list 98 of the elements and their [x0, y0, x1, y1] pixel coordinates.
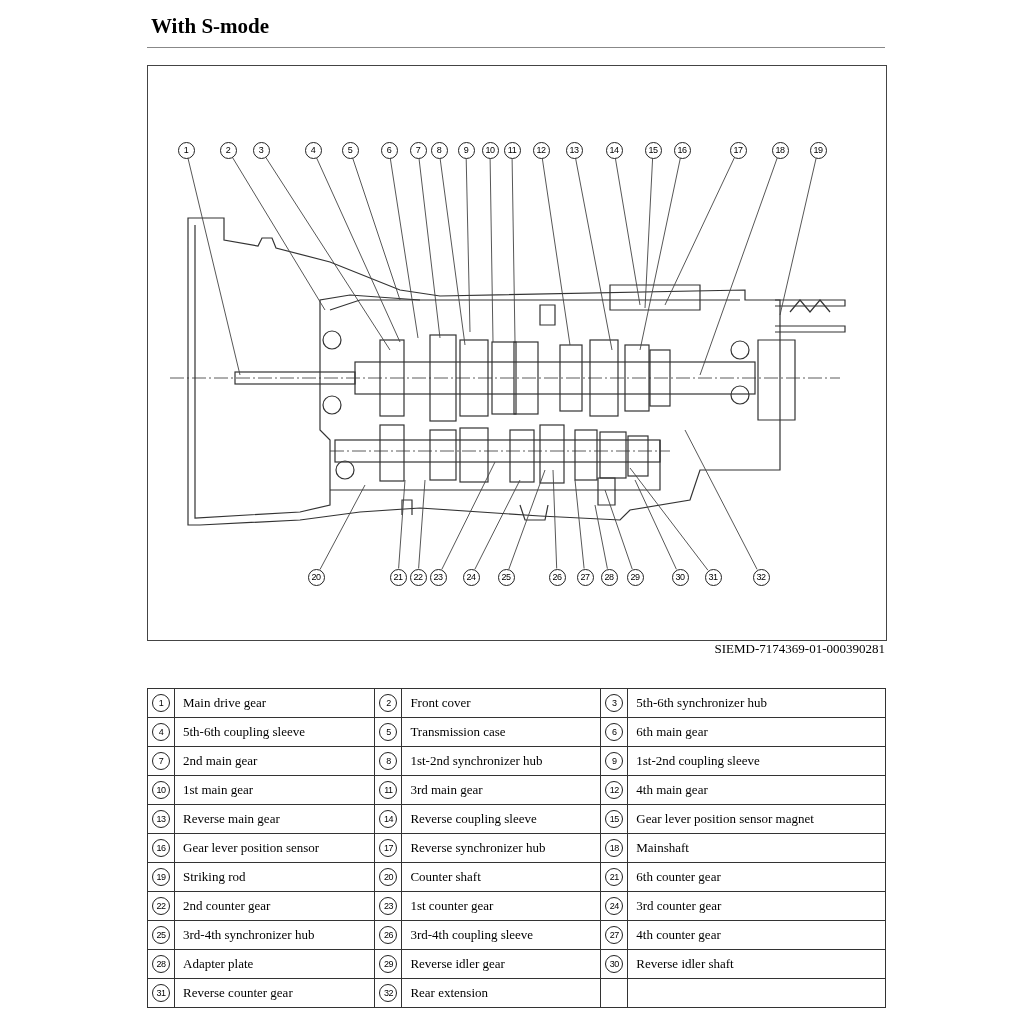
leader-line	[231, 156, 326, 311]
callout-number: 19	[809, 141, 827, 159]
leader-line	[664, 157, 735, 306]
leader-line	[474, 479, 521, 570]
part-name: Reverse main gear	[183, 811, 280, 826]
leader-line	[511, 158, 516, 343]
part-name: Striking rod	[183, 869, 246, 884]
callout-number: 10	[481, 141, 499, 159]
part-name: Mainshaft	[636, 840, 689, 855]
callout-number: 7	[409, 141, 427, 159]
page-title: With S-mode	[151, 14, 270, 39]
part-name: 3rd counter gear	[636, 898, 722, 913]
part-name: 3rd-4th coupling sleeve	[410, 927, 534, 942]
callout-number: 20	[307, 568, 325, 586]
part-name: 4th main gear	[636, 782, 708, 797]
callout-number: 8	[430, 141, 448, 159]
callout-number: 15	[644, 141, 662, 159]
leader-line	[187, 157, 241, 376]
callout-number: 9	[457, 141, 475, 159]
part-name: Counter shaft	[410, 869, 481, 884]
leader-line	[541, 157, 571, 346]
leader-line	[265, 156, 391, 351]
callout-number: 21	[389, 568, 407, 586]
part-name: 2nd counter gear	[183, 898, 271, 913]
leader-line	[614, 157, 641, 306]
leader-line	[418, 479, 426, 569]
callout-number: 17	[729, 141, 747, 159]
part-name: 5th-6th coupling sleeve	[183, 724, 306, 739]
part-name: Front cover	[410, 695, 471, 710]
leader-line	[604, 489, 633, 570]
callout-number: 25	[497, 568, 515, 586]
part-name: 2nd main gear	[183, 753, 258, 768]
callout-number: 6	[380, 141, 398, 159]
callout-number: 18	[771, 141, 789, 159]
callout-number: 30	[671, 568, 689, 586]
leader-line	[389, 157, 419, 339]
callout-number: 28	[600, 568, 618, 586]
callout-number: 2	[219, 141, 237, 159]
leader-line	[508, 469, 546, 570]
part-name: Gear lever position sensor magnet	[636, 811, 814, 826]
part-name: 3rd main gear	[410, 782, 483, 797]
leader-line	[319, 484, 366, 570]
part-name: Gear lever position sensor	[183, 840, 320, 855]
callout-number: 24	[462, 568, 480, 586]
part-name: 6th main gear	[636, 724, 708, 739]
callout-number: 29	[626, 568, 644, 586]
leader-line	[575, 157, 613, 351]
callout-number: 26	[548, 568, 566, 586]
part-name: Reverse coupling sleeve	[410, 811, 537, 826]
leader-line	[574, 479, 585, 569]
leader-line	[644, 158, 654, 309]
callout-number: 31	[704, 568, 722, 586]
part-name: 1st main gear	[183, 782, 254, 797]
part-name: Reverse idler gear	[410, 956, 505, 971]
drawing-number: SIEMD-7174369-01-000390281	[714, 641, 885, 657]
callout-number: 32	[752, 568, 770, 586]
part-name: 3rd-4th synchronizer hub	[183, 927, 315, 942]
part-name: Reverse idler shaft	[636, 956, 734, 971]
callout-number: 13	[565, 141, 583, 159]
leader-line	[634, 479, 677, 570]
part-name: 1st-2nd coupling sleeve	[636, 753, 760, 768]
leader-line	[594, 504, 608, 570]
callout-number: 27	[576, 568, 594, 586]
leader-line	[352, 157, 401, 301]
callout-number: 5	[341, 141, 359, 159]
callout-number: 4	[304, 141, 322, 159]
leader-line	[699, 157, 778, 376]
part-name: Reverse synchronizer hub	[410, 840, 546, 855]
leader-line	[316, 157, 401, 343]
callout-number: 23	[429, 568, 447, 586]
callout-number: 12	[532, 141, 550, 159]
part-name: 1st-2nd synchronizer hub	[410, 753, 543, 768]
callout-number: 11	[503, 141, 521, 159]
leader-line	[439, 157, 466, 346]
leader-line	[489, 158, 494, 343]
part-name: Reverse counter gear	[183, 985, 293, 1000]
leader-line	[779, 157, 817, 316]
part-name: Main drive gear	[183, 695, 267, 710]
part-name: Rear extension	[410, 985, 488, 1000]
callout-number: 14	[605, 141, 623, 159]
leader-line	[629, 467, 709, 571]
callout-number: 22	[409, 568, 427, 586]
leader-line	[639, 157, 681, 351]
callout-number: 16	[673, 141, 691, 159]
leader-line	[441, 461, 496, 570]
part-name: Transmission case	[410, 724, 506, 739]
leader-line	[552, 469, 558, 569]
callout-number: 3	[252, 141, 270, 159]
callout-number: 1	[177, 141, 195, 159]
part-name: 1st counter gear	[410, 898, 494, 913]
part-name: 5th-6th synchronizer hub	[636, 695, 767, 710]
leader-line	[684, 429, 758, 570]
part-name: 4th counter gear	[636, 927, 721, 942]
part-name: 6th counter gear	[636, 869, 721, 884]
leader-line	[398, 479, 406, 569]
leader-line	[418, 157, 441, 339]
leader-line	[465, 158, 471, 333]
part-name: Adapter plate	[183, 956, 254, 971]
